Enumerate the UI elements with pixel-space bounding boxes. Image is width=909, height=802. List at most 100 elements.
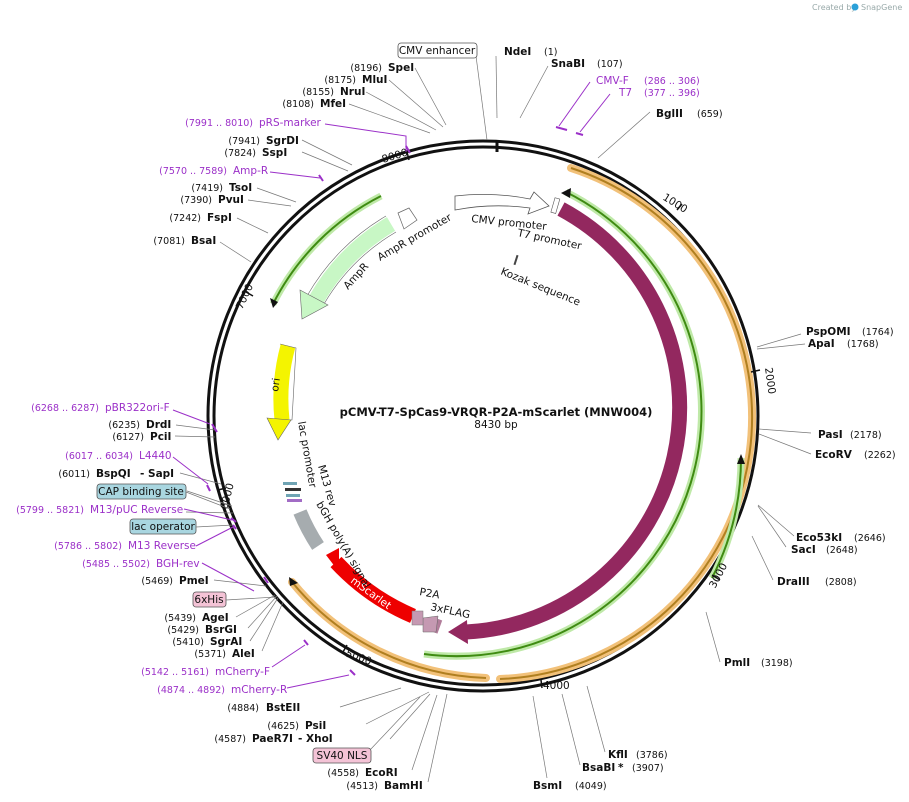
svg-text:(6268 .. 6287): (6268 .. 6287) xyxy=(31,403,99,414)
ori-label: ori xyxy=(269,377,283,392)
ruler-tick-label: 4000 xyxy=(543,680,570,692)
svg-text:DraIII: DraIII xyxy=(777,576,810,588)
plasmid-length: 8430 bp xyxy=(474,419,518,431)
svg-text:6xHis: 6xHis xyxy=(194,594,223,606)
svg-text:BsaI: BsaI xyxy=(191,235,216,247)
enzyme-drdi[interactable]: (6235) DrdI xyxy=(108,419,171,431)
primer-mcherry-f[interactable]: (5142 .. 5161) mCherry-F xyxy=(141,666,270,678)
enzyme-bsabi[interactable]: BsaBI * (3907) xyxy=(582,762,664,774)
enzyme-bsai[interactable]: (7081) BsaI xyxy=(153,235,216,247)
enzyme-pmei[interactable]: (5469) PmeI xyxy=(141,575,208,587)
enzyme-bamhi[interactable]: (4513) BamHI xyxy=(346,780,422,792)
primer-t7[interactable]: T7 (377 .. 396) xyxy=(618,87,700,99)
cmv-enhancer-box[interactable]: CMV enhancer xyxy=(397,42,478,59)
svg-text:(4558): (4558) xyxy=(327,768,359,779)
enzyme-mlui[interactable]: (8175) MluI xyxy=(324,74,387,86)
svg-text:(5469): (5469) xyxy=(141,576,173,587)
t7-promoter-feature xyxy=(550,197,561,214)
bgh-polya-feature xyxy=(293,509,324,550)
cas9-feature-arc xyxy=(465,202,688,640)
enzyme-pmli[interactable]: PmlI (3198) xyxy=(724,657,793,669)
enzyme-agei[interactable]: (5439) AgeI xyxy=(164,612,228,624)
p2a-feature xyxy=(422,615,439,633)
enzyme-mfei[interactable]: (8108) MfeI xyxy=(282,98,346,110)
t7-promoter-label: T7 promoter xyxy=(515,227,583,253)
enzyme-bsmi[interactable]: BsmI (4049) xyxy=(533,780,607,792)
svg-text:NruI: NruI xyxy=(340,86,365,98)
svg-text:BsaBI: BsaBI xyxy=(582,762,615,774)
enzyme-eco53ki[interactable]: Eco53kI (2646) xyxy=(796,532,886,544)
enzyme-sgrdi[interactable]: (7941) SgrDI xyxy=(228,135,298,147)
enzyme-alei[interactable]: (5371) AleI xyxy=(194,648,254,660)
svg-text:(2808): (2808) xyxy=(825,577,857,588)
primer-prs-marker[interactable]: (7991 .. 8010) pRS-marker xyxy=(185,117,321,129)
primer-amp-r[interactable]: (7570 .. 7589) Amp-R xyxy=(159,165,268,177)
svg-text:T7: T7 xyxy=(618,87,632,99)
svg-text:(8175): (8175) xyxy=(324,75,356,86)
enzyme-pspomi[interactable]: PspOMI (1764) xyxy=(806,326,894,338)
primer-pbr322ori-f[interactable]: (6268 .. 6287) pBR322ori-F xyxy=(31,402,170,414)
svg-text:mCherry-R: mCherry-R xyxy=(231,684,287,696)
enzyme-spei[interactable]: (8196) SpeI xyxy=(350,62,414,74)
ruler-ticks xyxy=(217,140,761,689)
ampr-feature-arc xyxy=(309,217,396,305)
enzyme-pcii[interactable]: (6127) PciI xyxy=(112,431,171,443)
svg-text:lac operator: lac operator xyxy=(131,521,195,533)
enzyme-draiii[interactable]: DraIII (2808) xyxy=(777,576,857,588)
svg-text:(286 .. 306): (286 .. 306) xyxy=(644,76,700,87)
p2a-label: P2A xyxy=(418,586,441,601)
svg-text:(7570 .. 7589): (7570 .. 7589) xyxy=(159,166,227,177)
enzyme-psii[interactable]: (4625) PsiI xyxy=(267,720,326,732)
svg-text:SacI: SacI xyxy=(791,544,816,556)
svg-text:PsiI: PsiI xyxy=(305,720,326,732)
svg-text:(4587): (4587) xyxy=(214,734,246,745)
enzyme-bspqi[interactable]: (6011) BspQI - SapI xyxy=(58,468,174,480)
svg-text:(3907): (3907) xyxy=(632,763,664,774)
enzyme-bglii[interactable]: BglII (659) xyxy=(656,108,723,120)
enzyme-pasi[interactable]: PasI (2178) xyxy=(818,429,882,441)
svg-text:(3198): (3198) xyxy=(761,658,793,669)
enzyme-snabi[interactable]: SnaBI (107) xyxy=(551,58,623,70)
primer-mcherry-r[interactable]: (4874 .. 4892) mCherry-R xyxy=(157,684,287,696)
enzyme-ecori[interactable]: (4558) EcoRI xyxy=(327,767,397,779)
enzyme-pvui[interactable]: (7390) PvuI xyxy=(180,194,244,206)
enzyme-bsrgi[interactable]: (5429) BsrGI xyxy=(167,624,237,636)
enzyme-kfli[interactable]: KflI (3786) xyxy=(608,749,668,761)
enzyme-ecorv[interactable]: EcoRV (2262) xyxy=(815,449,896,461)
svg-text:(5439): (5439) xyxy=(164,613,196,624)
svg-text:(3786): (3786) xyxy=(636,750,668,761)
cap-binding-site-box[interactable]: CAP binding site xyxy=(96,483,187,500)
sv40-nls-box[interactable]: SV40 NLS xyxy=(312,747,372,764)
orange-band-right-core xyxy=(499,167,754,680)
enzyme-saci[interactable]: SacI (2648) xyxy=(791,544,858,556)
svg-text:FspI: FspI xyxy=(207,212,232,224)
enzyme-fspi[interactable]: (7242) FspI xyxy=(169,212,231,224)
enzyme-apai[interactable]: ApaI (1768) xyxy=(808,338,879,350)
enzyme-paer7i[interactable]: (4587) PaeR7I - XhoI xyxy=(214,733,332,745)
primer-bgh-rev[interactable]: (5485 .. 5502) BGH-rev xyxy=(82,558,199,570)
svg-text:BsrGI: BsrGI xyxy=(205,624,237,636)
svg-text:(5485 .. 5502): (5485 .. 5502) xyxy=(82,559,150,570)
enzyme-tsoi[interactable]: (7419) TsoI xyxy=(191,182,252,194)
svg-text:(8196): (8196) xyxy=(350,63,382,74)
svg-text:M13/pUC Reverse: M13/pUC Reverse xyxy=(90,504,183,516)
ori-arrowhead xyxy=(266,417,292,441)
enzyme-nrui[interactable]: (8155) NruI xyxy=(302,86,365,98)
primer-cmv-f[interactable]: CMV-F (286 .. 306) xyxy=(596,75,700,87)
enzyme-bsteii[interactable]: (4884) BstEII xyxy=(227,702,300,714)
lac-operator-box[interactable]: lac operator xyxy=(129,518,197,535)
primer-m13-reverse[interactable]: (5786 .. 5802) M13 Reverse xyxy=(54,540,196,552)
primer-m13-puc-reverse[interactable]: (5799 .. 5821) M13/pUC Reverse xyxy=(16,504,183,516)
enzyme-ndei[interactable]: NdeI (1) xyxy=(504,46,557,58)
svg-text:EcoRI: EcoRI xyxy=(365,767,398,779)
svg-text:(2262): (2262) xyxy=(864,450,896,461)
enzyme-sspi[interactable]: (7824) SspI xyxy=(224,147,287,159)
6xhis-box[interactable]: 6xHis xyxy=(192,591,227,608)
enzyme-sgrai[interactable]: (5410) SgrAI xyxy=(172,636,242,648)
svg-text:CMV enhancer: CMV enhancer xyxy=(399,45,476,57)
green-band-arrowhead-left xyxy=(270,298,278,308)
primer-l4440[interactable]: (6017 .. 6034) L4440 xyxy=(65,450,171,462)
svg-text:SgrDI: SgrDI xyxy=(266,135,299,147)
orange-band-arrowhead xyxy=(289,577,298,586)
